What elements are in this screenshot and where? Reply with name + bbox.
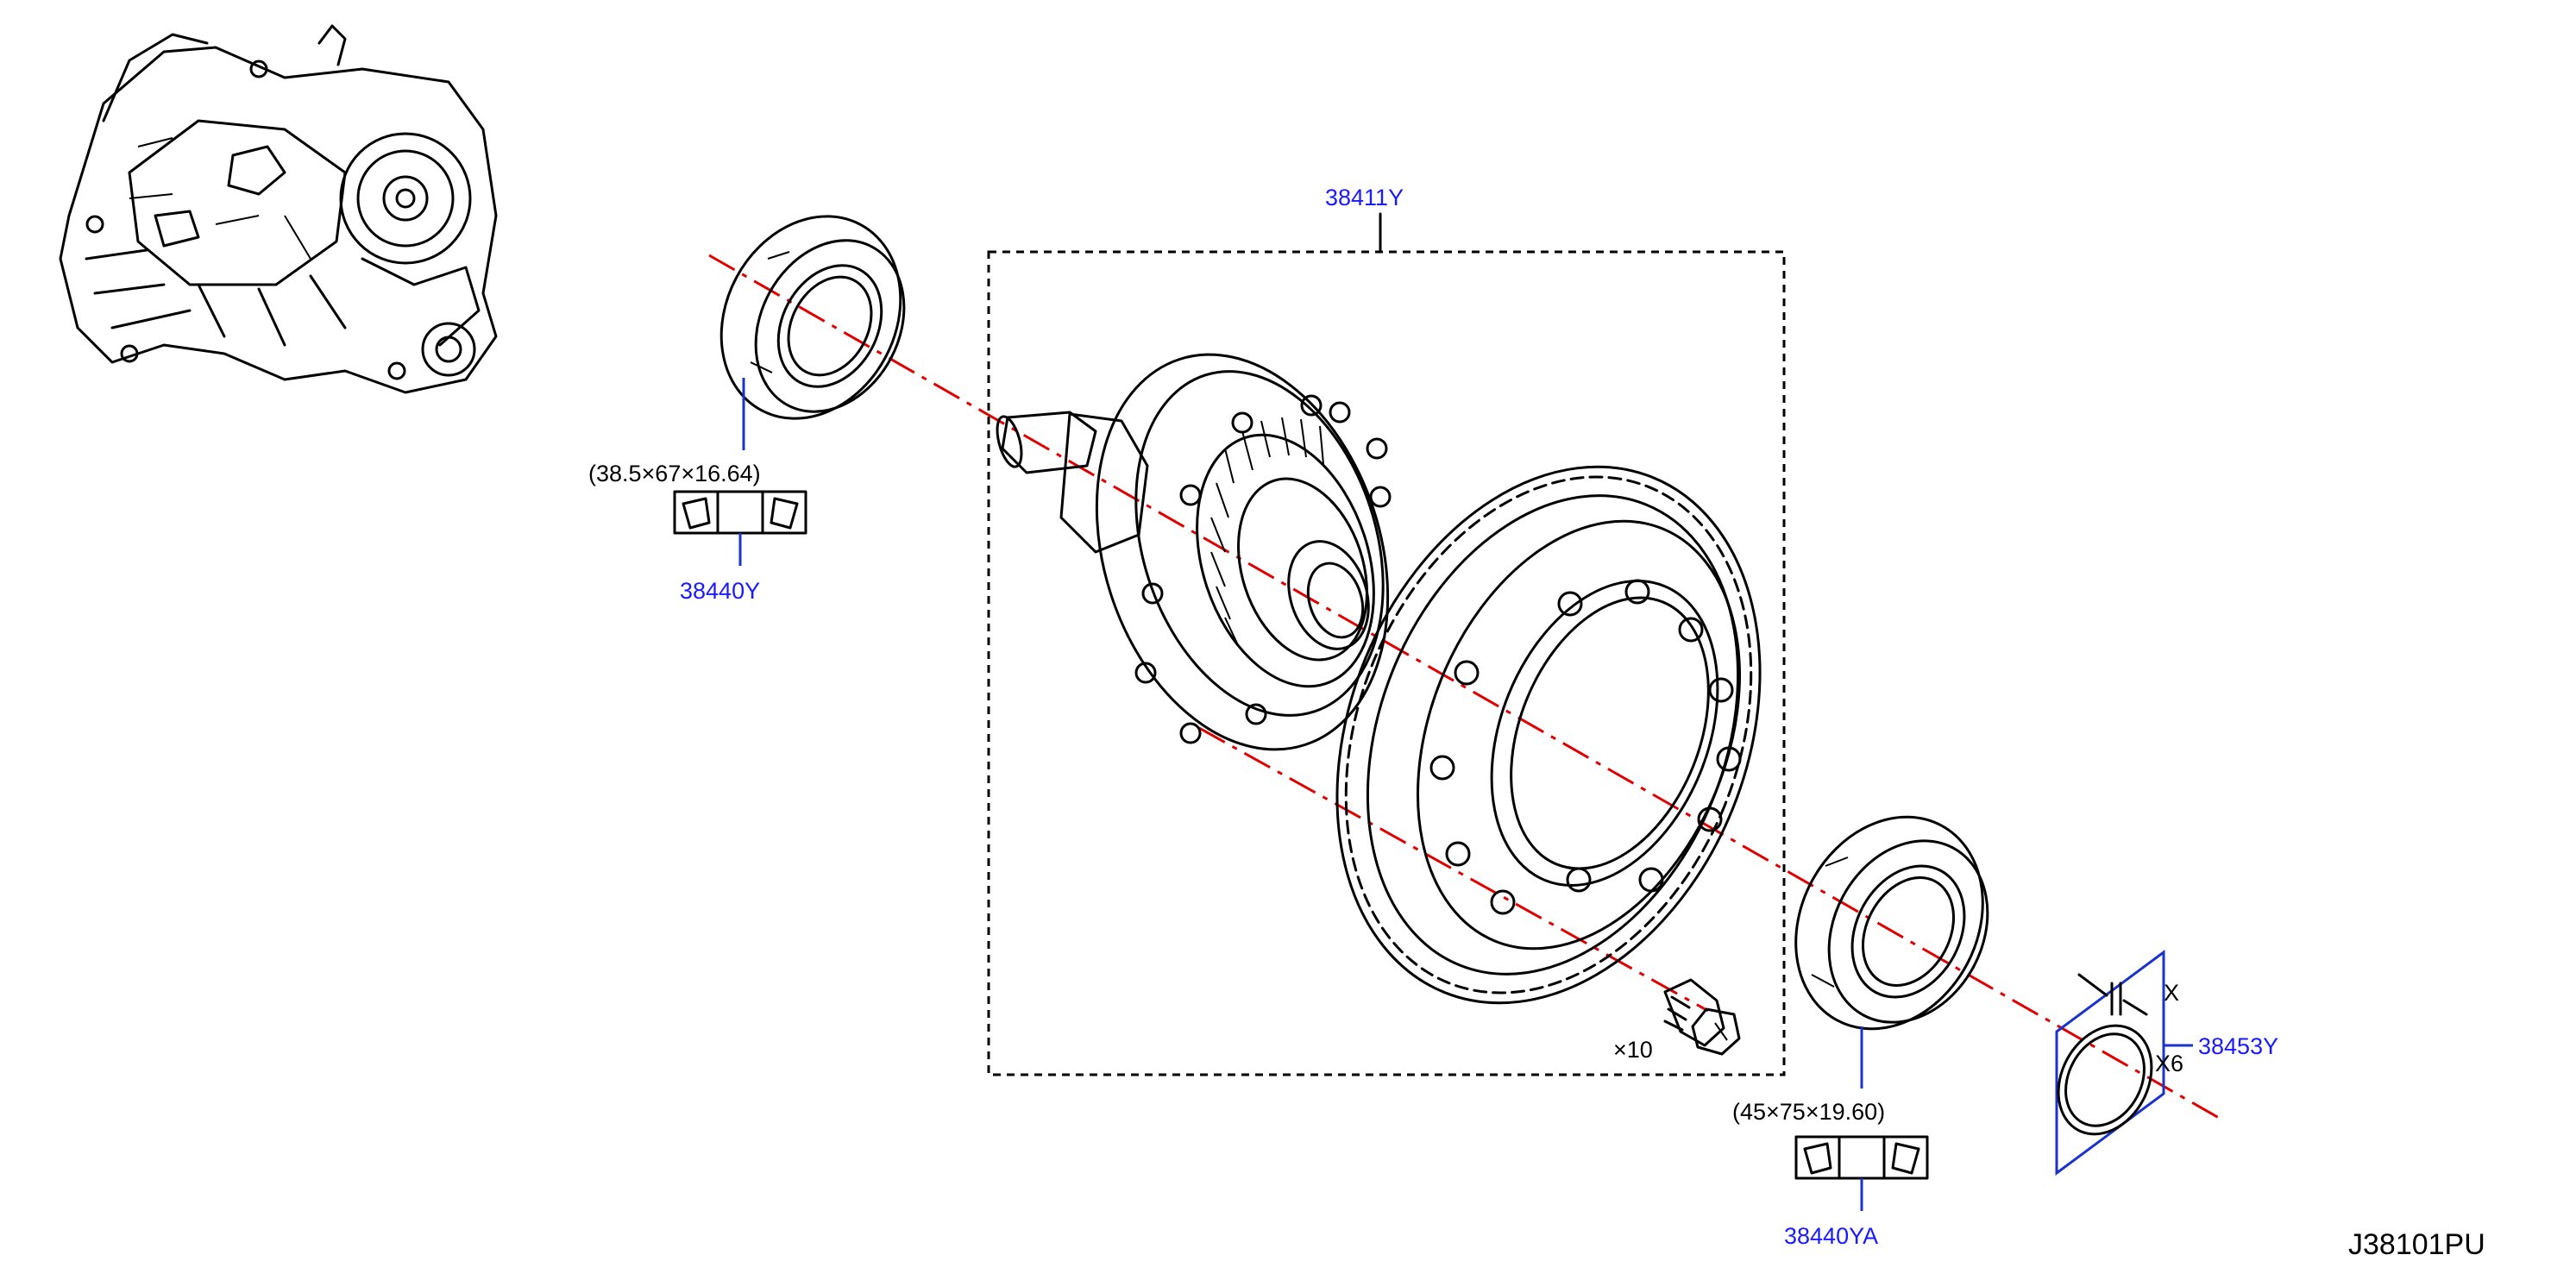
diagram-id: J38101PU: [2348, 1228, 2485, 1261]
differential-case: [996, 353, 1392, 751]
dimension-bearing-right: (45×75×19.60): [1732, 1099, 1885, 1125]
final-drive-gear: [1335, 465, 1762, 1005]
axis-main: [708, 254, 2220, 1120]
taper-bearing-symbol-left-icon: [673, 490, 807, 535]
ring-gear-bolt: [1663, 978, 1741, 1056]
callout-bearing-right: 38440YA: [1784, 1223, 1878, 1249]
shim-quantity: X6: [2155, 1051, 2183, 1076]
bolt-quantity: ×10: [1613, 1037, 1653, 1063]
callout-assembly: 38411Y: [1325, 185, 1404, 210]
dimension-bearing-left: (38.5×67×16.64): [588, 461, 761, 486]
axis-bolt: [1198, 726, 1709, 1013]
callout-shim: 38453Y: [2198, 1033, 2278, 1059]
callout-bearing-left: 38440Y: [680, 578, 760, 604]
bearing-left: [719, 215, 906, 420]
bearing-right: [1794, 815, 1989, 1031]
transmission-thumbnail-icon: [59, 24, 498, 394]
shim: [2055, 950, 2165, 1176]
shim-thickness-label: X: [2164, 980, 2179, 1006]
taper-bearing-symbol-right-icon: [1794, 1135, 1929, 1180]
assembly-boundary-box: [987, 250, 1786, 1076]
